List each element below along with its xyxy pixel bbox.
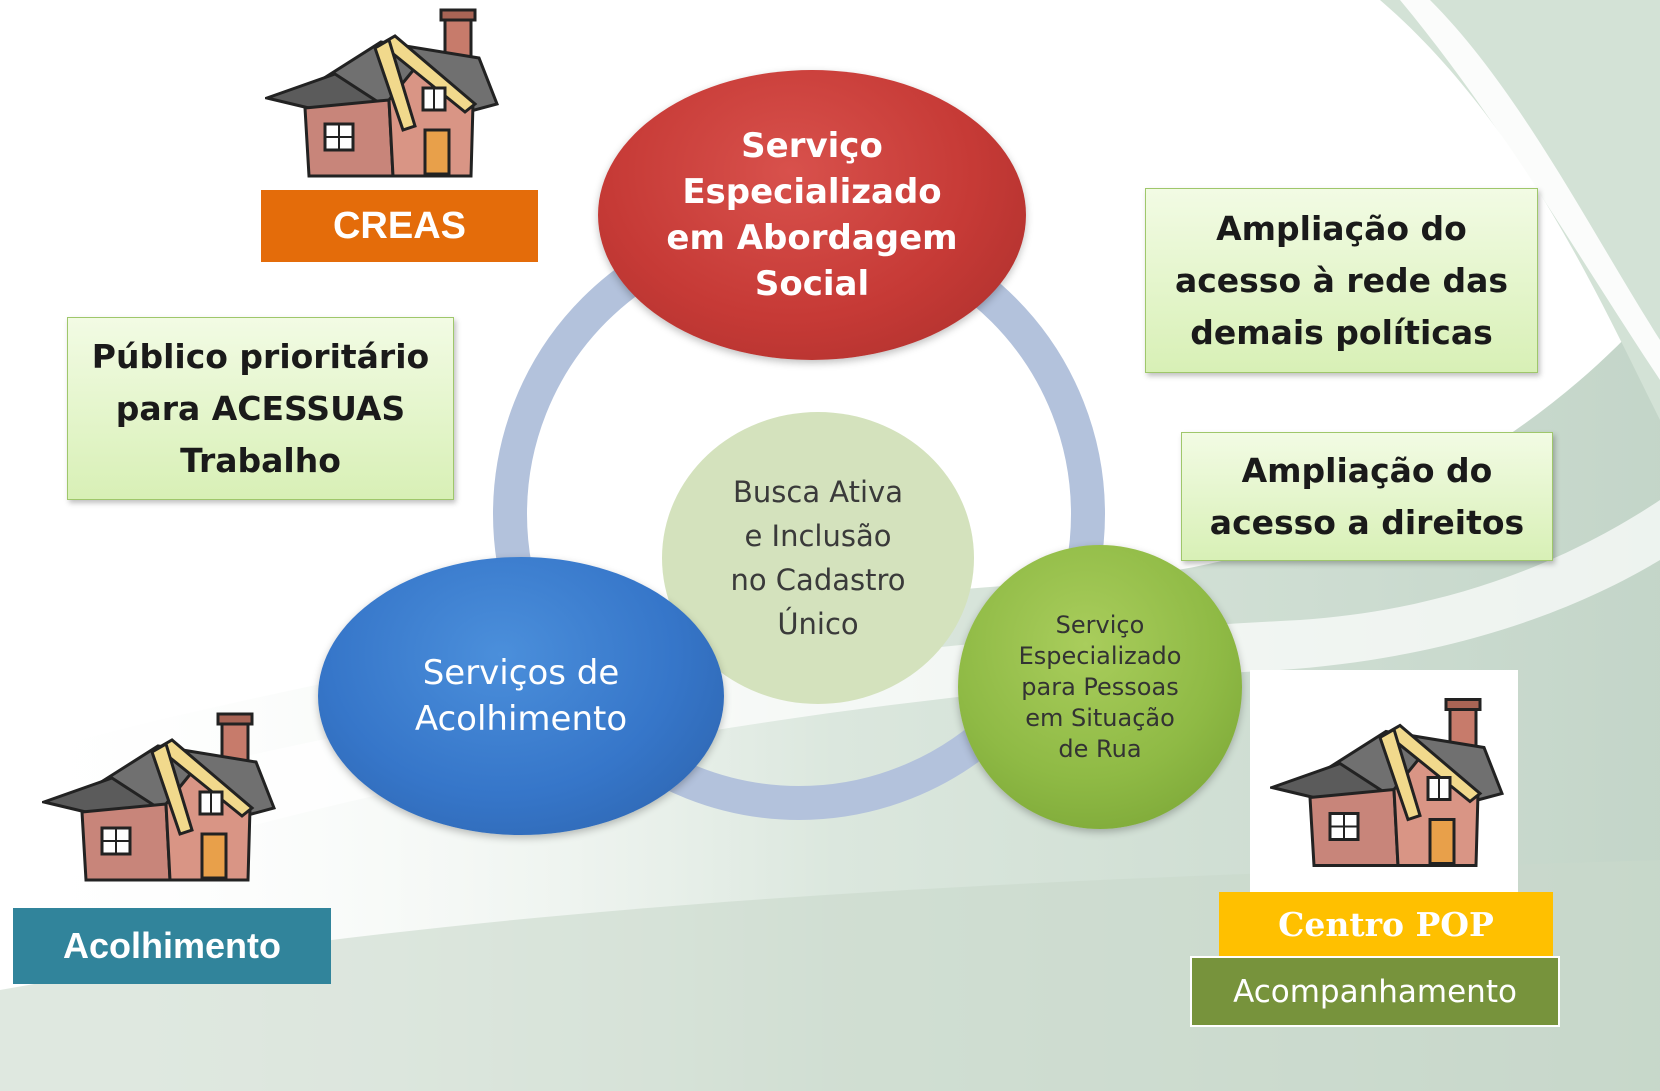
note-line: Trabalho xyxy=(180,440,341,480)
house-icon-acolhimento xyxy=(42,712,277,882)
top-node-line: Especializado xyxy=(682,172,942,212)
note-line: Ampliação do xyxy=(1241,450,1493,490)
top-node-line: Social xyxy=(754,264,870,304)
left-node-acolhimento: Serviços de Acolhimento xyxy=(318,557,724,835)
left-node-line: Acolhimento xyxy=(414,699,628,739)
house-icon-centro-pop xyxy=(1270,698,1505,867)
top-node-line: em Abordagem xyxy=(666,218,958,258)
right-node-line: Especializado xyxy=(1018,641,1182,670)
center-node: Busca Ativa e Inclusão no Cadastro Único xyxy=(662,412,974,704)
acolhimento-label: Acolhimento xyxy=(13,908,331,984)
right-node-line: de Rua xyxy=(1058,734,1142,763)
center-node-line: Busca Ativa xyxy=(732,475,903,509)
center-node-line: e Inclusão xyxy=(744,519,892,553)
house-icon-creas xyxy=(265,8,500,178)
centro-pop-label: Centro POP xyxy=(1219,892,1553,956)
right-node-line: para Pessoas xyxy=(1021,672,1179,701)
note-line: Ampliação do xyxy=(1216,208,1467,248)
center-node-line: no Cadastro xyxy=(730,563,906,597)
note-line: Público prioritário xyxy=(91,336,430,376)
right-node-line: em Situação xyxy=(1025,703,1175,732)
creas-label: CREAS xyxy=(261,190,538,262)
top-node-line: Serviço xyxy=(741,126,883,166)
top-node-abordagem-social: Serviço Especializado em Abordagem Socia… xyxy=(598,70,1026,360)
note-line: acesso a direitos xyxy=(1209,502,1525,542)
note-publico-prioritario: Público prioritário para ACESSUAS Trabal… xyxy=(67,317,454,500)
note-line: acesso à rede das xyxy=(1174,260,1509,300)
note-ampliacao-direitos: Ampliação do acesso a direitos xyxy=(1181,432,1553,561)
note-line: para ACESSUAS xyxy=(115,388,406,428)
right-node-situacao-de-rua: Serviço Especializado para Pessoas em Si… xyxy=(958,545,1242,829)
center-node-line: Único xyxy=(777,607,859,641)
note-line: demais políticas xyxy=(1190,312,1493,352)
left-node-line: Serviços de xyxy=(422,653,620,693)
note-ampliacao-rede: Ampliação do acesso à rede das demais po… xyxy=(1145,188,1538,373)
acompanhamento-label: Acompanhamento xyxy=(1190,956,1560,1027)
right-node-line: Serviço xyxy=(1055,610,1145,639)
